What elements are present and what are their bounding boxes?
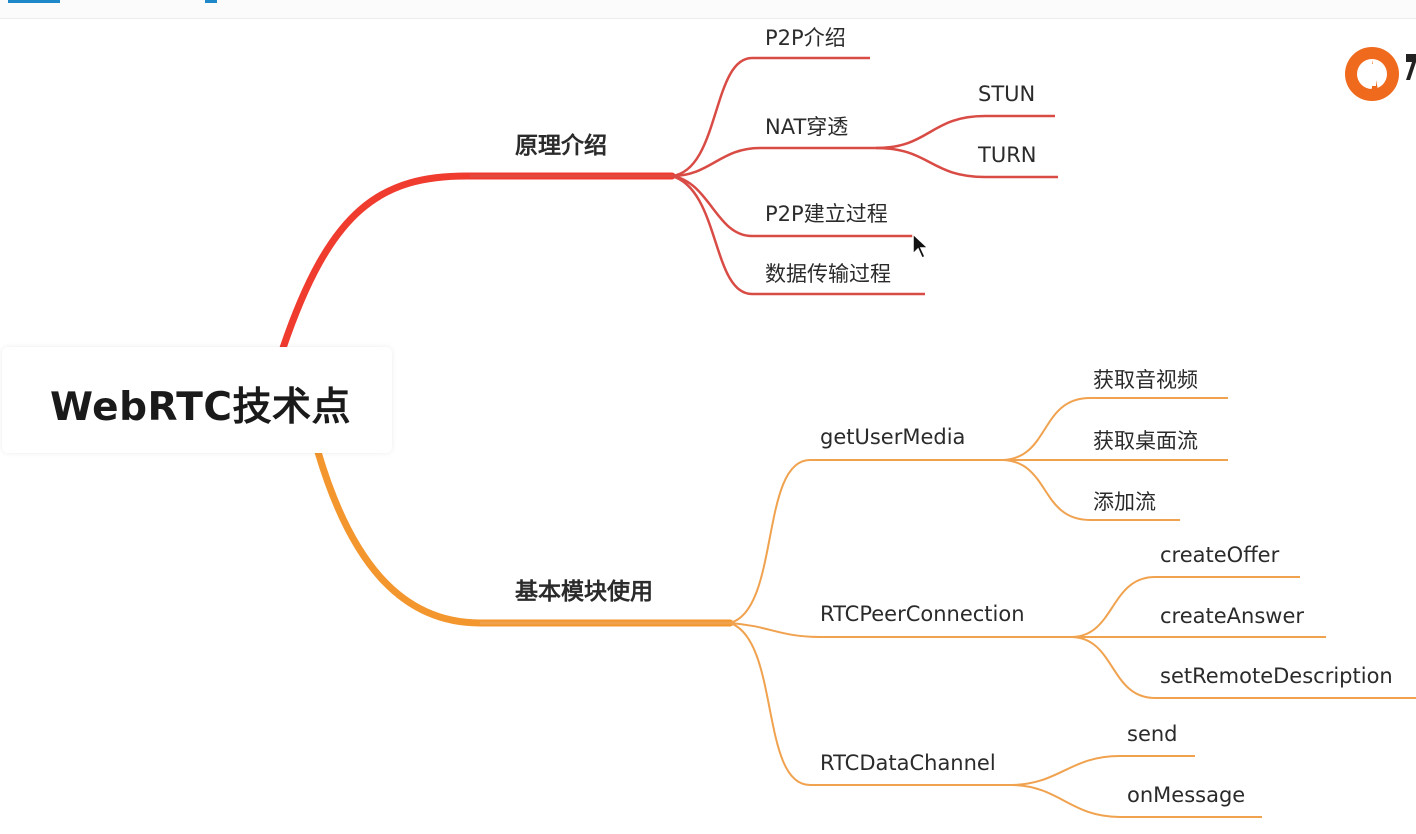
node-rtcdatachannel: RTCDataChannel [820,751,996,775]
trunk-branch-modules [314,448,734,627]
edge-nat [671,146,876,178]
edge-rtcdatachannel [729,622,1012,786]
toolbar-accent-mark [205,0,217,3]
node-createanswer: createAnswer [1160,604,1305,628]
trunk-branch-principle [279,172,676,352]
node-data-transfer: 数据传输过程 [765,262,891,286]
node-rtcpeerconnection: RTCPeerConnection [820,602,1025,626]
edge-onmessage [1011,784,1262,818]
branch-node-principle: 原理介绍 [515,133,607,159]
edge-data-transfer [671,174,925,296]
node-getusermedia: getUserMedia [820,425,966,449]
node-get-audio-video: 获取音视频 [1093,368,1198,392]
node-nat-traversal: NAT穿透 [765,115,849,139]
edge-av [1002,397,1228,461]
edge-send [1011,755,1195,786]
edge-stun [875,114,1055,150]
node-p2p-setup: P2P建立过程 [765,202,888,226]
node-onmessage: onMessage [1127,783,1246,807]
top-toolbar-strip [0,0,1416,19]
brand-logo-icon [1345,47,1416,101]
root-node-label: WebRTC技术点 [50,385,351,430]
edge-getusermedia [729,459,1003,624]
branch-node-modules: 基本模块使用 [515,579,653,605]
edge-turn [875,146,1058,179]
edge-addstream [1002,459,1180,521]
node-add-stream: 添加流 [1093,490,1156,514]
node-get-desktop-stream: 获取桌面流 [1093,429,1198,453]
edge-createoffer [1071,576,1300,638]
edge-rtcpeerconnection [729,622,1072,638]
node-turn: TURN [978,143,1037,167]
node-createoffer: createOffer [1160,543,1280,567]
edge-setremote [1071,636,1416,699]
node-setremotedescription: setRemoteDescription [1160,664,1393,688]
mind-map-connectors [279,56,1416,818]
node-stun: STUN [978,82,1036,106]
root-node-card [2,347,392,453]
edge-p2p-intro [671,56,870,178]
node-send: send [1127,722,1178,746]
node-p2p-intro: P2P介绍 [765,26,846,50]
toolbar-accent-mark [8,0,60,3]
mouse-pointer-icon [912,232,930,260]
edge-p2p-setup [671,174,915,238]
